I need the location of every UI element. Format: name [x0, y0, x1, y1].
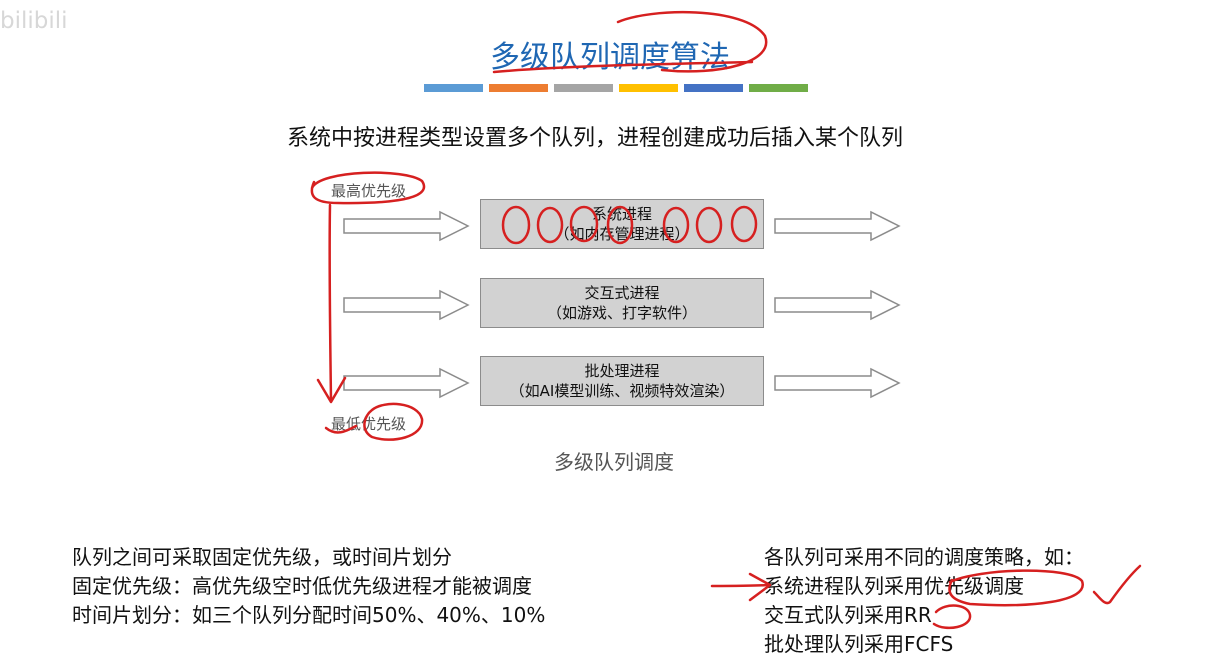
arrow-icon [774, 289, 901, 321]
note-line: 各队列可采用不同的调度策略，如： [764, 545, 1084, 569]
note-line: 时间片划分：如三个队列分配时间50%、40%、10% [72, 603, 546, 627]
color-bar-segment [424, 84, 483, 92]
color-bar-segment [749, 84, 808, 92]
notes-right: 各队列可采用不同的调度策略，如： 系统进程队列采用优先级调度 交互式队列采用RR… [764, 543, 1084, 659]
color-bar-segment [554, 84, 613, 92]
color-bar-segment [684, 84, 743, 92]
priority-arrow [328, 203, 333, 402]
notes-arrow [710, 583, 770, 588]
arrow-icon [774, 210, 901, 242]
queue-interactive-process: 交互式进程 （如游戏、打字软件） [480, 278, 764, 328]
arrow-icon [343, 367, 470, 399]
arrow-icon [343, 210, 470, 242]
arrow-icon [774, 367, 901, 399]
note-line: 批处理队列采用FCFS [764, 632, 954, 656]
queue-example: （如游戏、打字软件） [546, 304, 697, 322]
notes-left: 队列之间可采取固定优先级，或时间片划分 固定优先级：高优先级空时低优先级进程才能… [72, 543, 545, 630]
arrow-icon [343, 289, 470, 321]
queue-label: 系统进程 [591, 205, 652, 223]
diagram-caption: 多级队列调度 [554, 450, 674, 474]
queue-batch-process: 批处理进程 （如AI模型训练、视频特效渲染） [480, 356, 764, 406]
queue-label: 交互式进程 [584, 284, 660, 302]
note-line: 队列之间可采取固定优先级，或时间片划分 [72, 545, 452, 569]
bilibili-watermark: bilibili [0, 8, 68, 34]
highest-priority-label: 最高优先级 [331, 182, 407, 200]
color-bar-segment [489, 84, 548, 92]
slide-subtitle: 系统中按进程类型设置多个队列，进程创建成功后插入某个队列 [287, 126, 904, 151]
note-line: 固定优先级：高优先级空时低优先级进程才能被调度 [72, 574, 532, 598]
note-line: 交互式队列采用RR [764, 603, 932, 627]
color-bar-segment [619, 84, 678, 92]
note-line: 系统进程队列采用优先级调度 [764, 574, 1024, 598]
lowest-priority-label: 最低优先级 [331, 415, 407, 433]
queue-label: 批处理进程 [584, 362, 660, 380]
check-icon [1092, 564, 1142, 605]
title-color-bar [424, 84, 808, 92]
queue-example: （如AI模型训练、视频特效渲染） [509, 382, 735, 400]
slide-title: 多级队列调度算法 [490, 40, 730, 75]
queue-system-process: 系统进程 （如内存管理进程） [480, 199, 764, 249]
queue-example: （如内存管理进程） [554, 225, 690, 243]
